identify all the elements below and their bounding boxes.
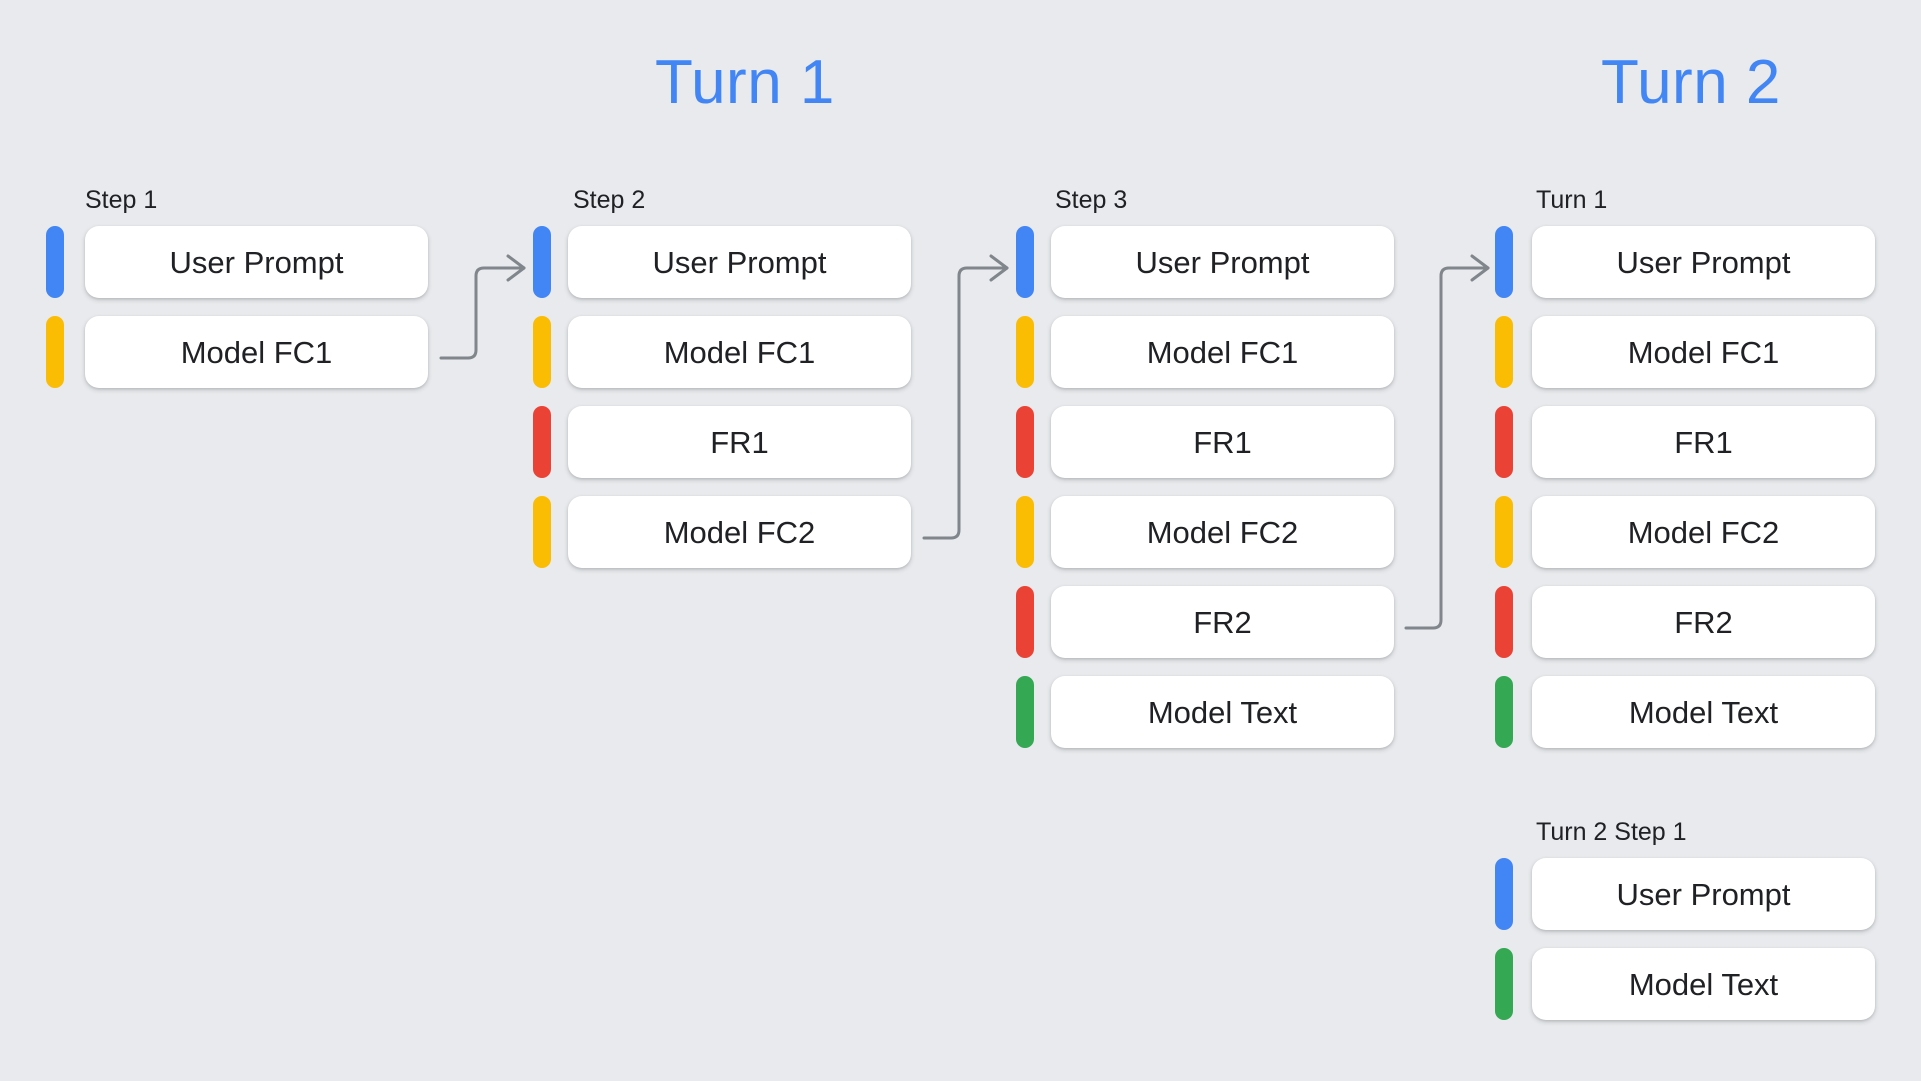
- status-bar-yellow: [1016, 496, 1034, 568]
- message-card-label: Model FC1: [180, 334, 333, 370]
- diagram-row: FR1: [533, 406, 911, 478]
- diagram-row: User Prompt: [533, 226, 911, 298]
- message-card-label: User Prompt: [652, 244, 827, 280]
- status-bar-blue: [1495, 858, 1513, 930]
- column-label-turn-2-step-1: Turn 2 Step 1: [1536, 818, 1687, 846]
- message-card[interactable]: Model FC2: [1532, 496, 1875, 568]
- column-label-turn-1-summary: Turn 1: [1536, 186, 1608, 214]
- message-card-label: Model FC1: [1146, 334, 1299, 370]
- message-card[interactable]: User Prompt: [568, 226, 911, 298]
- status-bar-red: [1016, 586, 1034, 658]
- turn-header-turn-2: Turn 2: [1601, 48, 1781, 117]
- turn-header-turn-1: Turn 1: [655, 48, 835, 117]
- message-card-label: Model Text: [1628, 966, 1779, 1002]
- message-card[interactable]: User Prompt: [1532, 226, 1875, 298]
- diagram-row: Model Text: [1495, 676, 1875, 748]
- status-bar-green: [1495, 676, 1513, 748]
- message-card-label: Model FC1: [1627, 334, 1780, 370]
- message-card[interactable]: FR1: [568, 406, 911, 478]
- diagram-row: User Prompt: [1495, 226, 1875, 298]
- message-card-label: Model Text: [1147, 694, 1298, 730]
- status-bar-blue: [1495, 226, 1513, 298]
- message-card[interactable]: User Prompt: [1051, 226, 1394, 298]
- diagram-row: FR2: [1016, 586, 1394, 658]
- message-card-label: User Prompt: [1616, 244, 1791, 280]
- message-card-label: User Prompt: [169, 244, 344, 280]
- diagram-row: Model FC1: [46, 316, 428, 388]
- status-bar-green: [1495, 948, 1513, 1020]
- column-label-step-1: Step 1: [85, 186, 158, 214]
- status-bar-red: [533, 406, 551, 478]
- message-card-label: FR2: [1674, 604, 1733, 640]
- status-bar-red: [1495, 586, 1513, 658]
- message-card[interactable]: Model FC2: [1051, 496, 1394, 568]
- message-card-label: FR1: [710, 424, 769, 460]
- message-card-label: User Prompt: [1616, 876, 1791, 912]
- message-card[interactable]: Model FC1: [85, 316, 428, 388]
- status-bar-blue: [533, 226, 551, 298]
- message-card[interactable]: Model Text: [1051, 676, 1394, 748]
- status-bar-blue: [1016, 226, 1034, 298]
- diagram-row: Model FC1: [533, 316, 911, 388]
- message-card[interactable]: Model FC2: [568, 496, 911, 568]
- diagram-row: Model FC2: [1495, 496, 1875, 568]
- message-card[interactable]: User Prompt: [1532, 858, 1875, 930]
- diagram-row: FR1: [1495, 406, 1875, 478]
- message-card[interactable]: User Prompt: [85, 226, 428, 298]
- diagram-row: FR1: [1016, 406, 1394, 478]
- diagram-row: User Prompt: [1016, 226, 1394, 298]
- message-card[interactable]: FR2: [1532, 586, 1875, 658]
- message-card[interactable]: Model FC1: [1532, 316, 1875, 388]
- diagram-row: Model FC1: [1495, 316, 1875, 388]
- message-card[interactable]: Model FC1: [1051, 316, 1394, 388]
- status-bar-red: [1016, 406, 1034, 478]
- status-bar-yellow: [1016, 316, 1034, 388]
- message-card-label: Model Text: [1628, 694, 1779, 730]
- message-card[interactable]: Model Text: [1532, 948, 1875, 1020]
- diagram-row: Model Text: [1495, 948, 1875, 1020]
- message-card-label: FR2: [1193, 604, 1252, 640]
- diagram-row: Model FC2: [533, 496, 911, 568]
- message-card-label: Model FC2: [663, 514, 816, 550]
- status-bar-red: [1495, 406, 1513, 478]
- status-bar-yellow: [1495, 316, 1513, 388]
- diagram-row: Model Text: [1016, 676, 1394, 748]
- message-card[interactable]: FR2: [1051, 586, 1394, 658]
- message-card-label: Model FC2: [1146, 514, 1299, 550]
- message-card-label: Model FC2: [1627, 514, 1780, 550]
- status-bar-yellow: [533, 316, 551, 388]
- message-card-label: FR1: [1674, 424, 1733, 460]
- message-card[interactable]: FR1: [1532, 406, 1875, 478]
- diagram-row: User Prompt: [46, 226, 428, 298]
- diagram-row: Model FC1: [1016, 316, 1394, 388]
- status-bar-yellow: [1495, 496, 1513, 568]
- status-bar-yellow: [533, 496, 551, 568]
- message-card-label: User Prompt: [1135, 244, 1310, 280]
- diagram-row: User Prompt: [1495, 858, 1875, 930]
- message-card-label: FR1: [1193, 424, 1252, 460]
- status-bar-yellow: [46, 316, 64, 388]
- message-card-label: Model FC1: [663, 334, 816, 370]
- diagram-row: Model FC2: [1016, 496, 1394, 568]
- column-label-step-3: Step 3: [1055, 186, 1128, 214]
- status-bar-green: [1016, 676, 1034, 748]
- message-card[interactable]: Model FC1: [568, 316, 911, 388]
- message-card[interactable]: FR1: [1051, 406, 1394, 478]
- column-label-step-2: Step 2: [573, 186, 646, 214]
- diagram-row: FR2: [1495, 586, 1875, 658]
- message-card[interactable]: Model Text: [1532, 676, 1875, 748]
- status-bar-blue: [46, 226, 64, 298]
